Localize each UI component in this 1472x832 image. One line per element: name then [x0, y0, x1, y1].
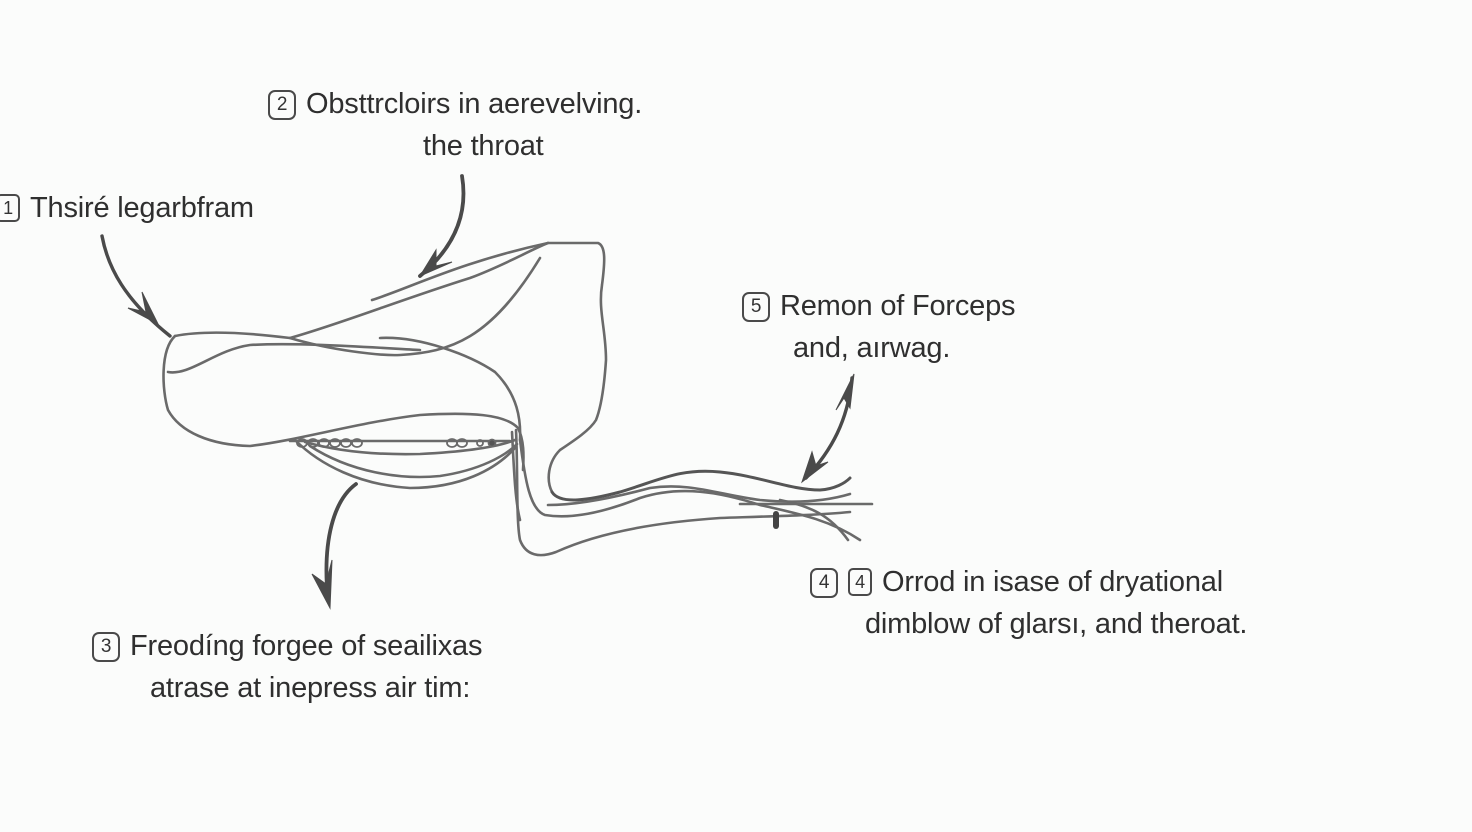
- inner-fold-2: [288, 256, 542, 357]
- descending-line-3: [510, 430, 522, 522]
- callout-2: 2 Obsttrcloirs in aerevelving. the throat: [268, 83, 642, 167]
- callout-text-line2: and, aırwag.: [793, 332, 951, 364]
- upper-wall: [370, 241, 550, 302]
- callout-5: 5 Remon of Forceps and, aırwag.: [742, 285, 1016, 369]
- lower-lobe-mid: [308, 442, 519, 479]
- inner-fold: [166, 342, 422, 374]
- body-outline: [173, 241, 608, 494]
- tube-tail: [778, 498, 850, 542]
- lower-lobe: [293, 438, 517, 490]
- arrow-1: [100, 234, 172, 338]
- inner-fold-3: [378, 336, 522, 442]
- callout-text-line2: dimblow of glarsı, and theroat.: [865, 608, 1248, 640]
- callout-text: Thsiré legarbfram: [30, 192, 254, 224]
- tube-upper: [550, 469, 852, 502]
- callout-3: 3 Freodíng forgee of seailixas atrase at …: [92, 625, 482, 709]
- descending-line: [514, 428, 852, 557]
- callout-text-line2: atrase at inepress air tim:: [150, 672, 471, 704]
- callout-text: Obsttrcloirs in aerevelving.: [306, 88, 643, 120]
- arrow-2: [418, 174, 466, 278]
- tube-light: [546, 485, 852, 507]
- callout-number-badge: 5: [742, 292, 770, 322]
- arrow-5-head-bottom: [801, 450, 829, 484]
- arrow-1-head: [127, 291, 160, 326]
- callout-text: Orrod in isase of dryational: [882, 566, 1223, 598]
- arrow-3-head: [311, 559, 333, 610]
- callout-inner-badge: 4: [848, 568, 872, 596]
- arrow-2-head: [418, 248, 453, 278]
- callout-text-line2: the throat: [423, 130, 544, 162]
- body-lower-outline: [162, 334, 525, 472]
- callout-number-badge: 3: [92, 632, 120, 662]
- bead-chain: [296, 438, 497, 448]
- arrow-5-head-top: [835, 373, 855, 411]
- callout-number-badge: 2: [268, 90, 296, 120]
- callout-1: 1 Thsiré legarbfram: [0, 187, 254, 229]
- callout-text: Remon of Forceps: [780, 290, 1016, 322]
- descending-line-2: [518, 438, 862, 542]
- callout-number-badge: 1: [0, 194, 20, 222]
- callout-text: Freodíng forgee of seailixas: [130, 630, 483, 662]
- callout-number-badge: 4: [810, 568, 838, 598]
